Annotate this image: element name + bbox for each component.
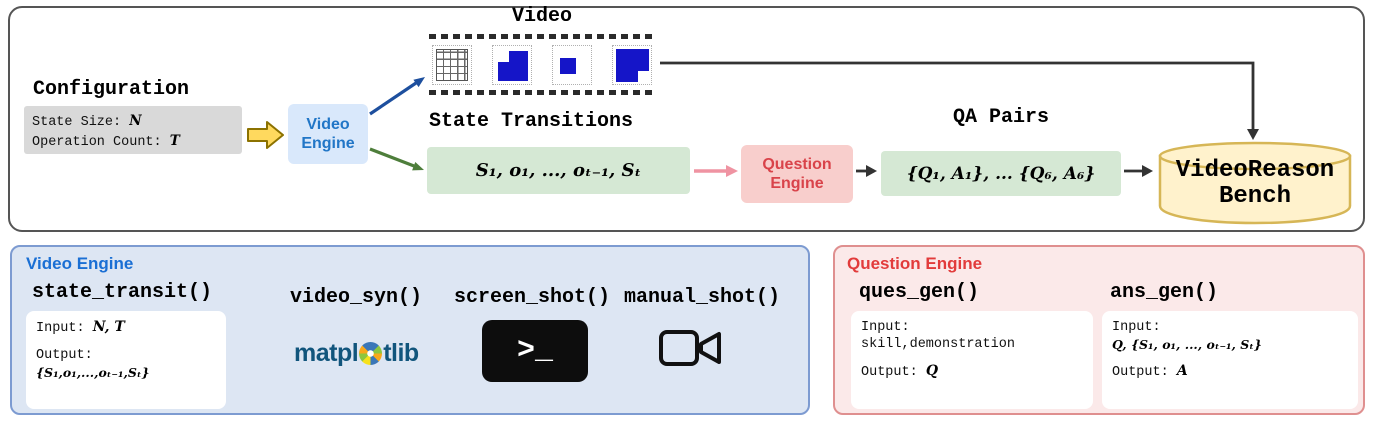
matplotlib-logo-icon — [359, 342, 383, 365]
video-engine-node: Video Engine — [288, 104, 368, 164]
state-transit-output-value: {S₁,o₁,...,oₜ₋₁,Sₜ} — [36, 365, 150, 380]
state-transitions-title: State Transitions — [429, 110, 634, 133]
video-engine-panel: Video Engine state_transit() Input: N, T… — [10, 245, 810, 415]
video-frame-3 — [612, 44, 652, 85]
state-transit-input-line: Input: N, T — [36, 319, 216, 337]
spacer — [861, 353, 1083, 363]
blue-state-icon — [498, 50, 528, 81]
ans-gen-card: Input: Q, {S₁, o₁, ..., oₜ₋₁, Sₜ} Output… — [1102, 311, 1358, 409]
database-cylinder-icon — [1158, 141, 1352, 225]
output-value: A — [1176, 363, 1188, 379]
ques-gen-fn: ques_gen() — [859, 281, 980, 304]
state-size-line: State Size: N — [32, 112, 234, 132]
screen-shot-fn: screen_shot() — [454, 286, 611, 309]
spacer — [36, 337, 216, 347]
blue-state-icon — [616, 48, 649, 82]
video-frame-1 — [492, 44, 532, 85]
bench-label-line1: VideoReason — [1175, 157, 1335, 184]
terminal-icon: >_ — [482, 320, 588, 382]
white-notch — [638, 70, 649, 82]
terminal-prompt-glyph: >_ — [516, 334, 553, 368]
state-transit-output-label: Output: — [36, 348, 93, 363]
video-engine-node-line2: Engine — [301, 135, 355, 152]
operation-count-line: Operation Count: T — [32, 132, 234, 152]
ans-gen-input-value: Q, {S₁, o₁, ..., oₜ₋₁, Sₜ} — [1112, 337, 1262, 352]
film-sprockets-bottom-icon — [429, 90, 655, 95]
ques-gen-card: Input: skill,demonstration Output: Q — [851, 311, 1093, 409]
state-size-label: State Size: — [32, 115, 130, 130]
question-engine-node: Question Engine — [741, 145, 853, 203]
operation-count-label: Operation Count: — [32, 135, 170, 150]
ans-gen-output-line: Output: A — [1112, 363, 1348, 381]
bench-label: VideoReason Bench — [1157, 158, 1353, 210]
state-sequence-box: S₁, o₁, ..., oₜ₋₁, Sₜ — [427, 147, 690, 194]
matplotlib-text-right: tlib — [383, 339, 419, 367]
configuration-box: State Size: N Operation Count: T — [24, 106, 242, 154]
ans-gen-fn: ans_gen() — [1110, 281, 1219, 304]
question-engine-node-line1: Question — [762, 156, 832, 173]
video-frame-grid — [432, 44, 472, 85]
spacer — [1112, 353, 1348, 363]
operation-count-value: T — [169, 133, 180, 149]
configuration-title: Configuration — [33, 78, 190, 101]
video-engine-panel-title: Video Engine — [26, 254, 134, 273]
video-film-strip — [427, 33, 657, 96]
qa-pairs-box: {Q₁, A₁}, ... {Q₆, A₆} — [881, 151, 1121, 196]
output-label: Output: — [1112, 365, 1177, 380]
video-camera-icon — [659, 330, 721, 366]
video-frame-2 — [552, 44, 592, 85]
question-engine-panel: Question Engine ques_gen() Input: skill,… — [833, 245, 1365, 415]
ques-gen-input-value: skill,demonstration — [861, 337, 1015, 352]
white-notch — [498, 50, 509, 62]
question-engine-node-line2: Engine — [770, 175, 824, 192]
manual-shot-fn: manual_shot() — [624, 286, 781, 309]
film-frames — [432, 43, 652, 86]
state-transit-card: Input: N, T Output: {S₁,o₁,...,oₜ₋₁,Sₜ} — [26, 311, 226, 409]
video-syn-fn: video_syn() — [290, 286, 423, 309]
state-sequence-value: S₁, o₁, ..., oₜ₋₁, Sₜ — [475, 160, 642, 181]
bench-label-line2: Bench — [1218, 183, 1291, 210]
output-label: Output: — [861, 365, 926, 380]
matplotlib-wordmark: matpl tlib — [294, 339, 419, 368]
blue-state-icon — [560, 57, 576, 74]
matplotlib-text-left: matpl — [294, 339, 359, 367]
qa-pairs-value: {Q₁, A₁}, ... {Q₆, A₆} — [906, 163, 1096, 184]
output-value: Q — [925, 363, 939, 379]
state-size-value: N — [129, 113, 142, 129]
grid-state-icon — [436, 48, 468, 81]
qa-pairs-title: QA Pairs — [952, 106, 1049, 129]
ques-gen-input-label: Input: — [861, 320, 910, 335]
film-sprockets-top-icon — [429, 34, 655, 39]
video-engine-node-line1: Video — [306, 116, 350, 133]
input-value: N, T — [92, 319, 125, 335]
video-title: Video — [511, 5, 572, 28]
input-label: Input: — [36, 321, 93, 336]
ques-gen-output-line: Output: Q — [861, 363, 1083, 381]
question-engine-panel-title: Question Engine — [847, 254, 983, 273]
ans-gen-input-label: Input: — [1112, 320, 1161, 335]
state-transit-fn: state_transit() — [32, 281, 213, 304]
block-arrow-icon — [247, 121, 284, 149]
